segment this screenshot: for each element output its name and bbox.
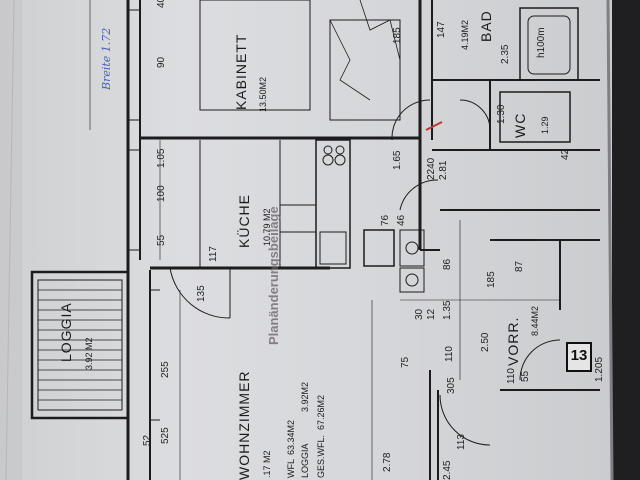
dim-label: 110: [506, 368, 517, 384]
room-area-bad: 4.19M2: [460, 19, 470, 50]
dim-label: 255: [160, 361, 171, 378]
dim-label: 90: [156, 56, 167, 68]
dim-label: 40: [156, 0, 167, 8]
dim-label: 30: [414, 308, 425, 320]
summary-loggia-value: 3.92M2: [300, 381, 310, 412]
room-area-kabinett: 13.50M2: [258, 76, 268, 112]
room-name-kueche: KÜCHE: [236, 193, 252, 248]
dim-label: 1.35: [442, 300, 453, 320]
dim-label: 110: [444, 346, 455, 362]
dim-label: 185: [392, 27, 403, 44]
dim-label: 75: [400, 356, 411, 368]
dim-label: 305: [446, 377, 457, 394]
approval-stamp: Planänderungsbeilage: [266, 206, 281, 345]
room-name-vorr: VORR.: [505, 316, 521, 366]
dim-label: 2240: [426, 157, 437, 180]
dim-label: 1.65: [392, 150, 403, 170]
room-name-wc: WC: [512, 112, 528, 138]
room-name-loggia: LOGGIA: [58, 302, 74, 362]
dim-label: 76: [380, 214, 391, 226]
dim-label: 147: [436, 21, 447, 38]
paper-edge: [606, 0, 614, 480]
walls: [30, 0, 600, 480]
dim-label: 117: [208, 246, 219, 262]
room-area-loggia: 3.92 M2: [84, 337, 94, 370]
dim-label: 1.30: [496, 104, 507, 124]
dim-label: 2.78: [382, 452, 393, 472]
dim-label: 525: [160, 427, 171, 444]
paper-margin: [0, 0, 22, 480]
dim-label: 86: [442, 258, 453, 270]
room-name-wohnzimmer: WOHNZIMMER: [236, 370, 252, 480]
dim-label: 52: [142, 434, 153, 446]
dim-label: 2.45: [442, 460, 453, 480]
summary-ges-value: 67.26M2: [316, 394, 326, 430]
dim-label: 55: [156, 234, 167, 246]
dim-label: 113: [456, 434, 467, 450]
dim-label: 1.05: [156, 148, 167, 168]
dim-label: 87: [514, 260, 525, 272]
dim-label: 55: [520, 370, 531, 382]
summary-wfl-label: WFL: [286, 459, 296, 478]
dim-label: 46: [396, 214, 407, 226]
room-name-kabinett: KABINETT: [233, 33, 249, 110]
unit-number-box: 13: [566, 342, 592, 372]
summary-ges-label: GES.WFL.: [316, 434, 326, 478]
dim-label: 12: [426, 308, 437, 320]
dim-label: 2.35: [500, 44, 511, 64]
room-name-bad: BAD: [478, 10, 494, 42]
room-area-wohnzimmer: .17 M2: [262, 450, 272, 478]
dim-label: 2.81: [438, 160, 449, 180]
unit-number: 13: [570, 347, 588, 364]
dim-label: 100: [156, 185, 167, 202]
summary-loggia-label: LOGGIA: [300, 443, 310, 478]
dim-label: 42: [560, 148, 571, 160]
summary-wfl-value: 63.34M2: [286, 419, 296, 455]
room-area-vorr: 8.44M2: [530, 305, 540, 336]
dim-label: 135: [196, 285, 207, 302]
red-mark: [425, 121, 443, 131]
room-area-wc: 1.29: [540, 116, 550, 134]
dim-label: h100m: [536, 27, 547, 58]
dim-label: 1.205: [594, 356, 605, 382]
dim-label: 2.50: [480, 332, 491, 352]
dim-label: 185: [486, 271, 497, 288]
handwritten-note: Breite 1.72: [100, 27, 113, 90]
